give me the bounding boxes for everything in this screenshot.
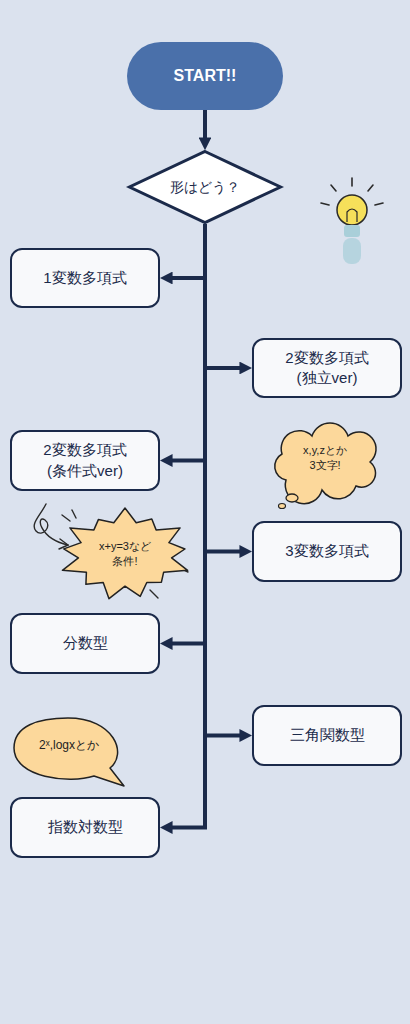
burst-mark (150, 590, 158, 598)
process-box: 1変数多項式 (10, 248, 160, 308)
flow-connector (170, 224, 205, 461)
flow-connector (170, 224, 205, 278)
node-label: 形はどう？ (170, 178, 240, 197)
bulb-base (343, 238, 361, 264)
burst-callout: x+y=3など 条件! (56, 506, 194, 602)
diamond-shape (130, 152, 281, 223)
squiggle-line (34, 504, 68, 545)
node-label: x,y,zとか 3文字! (289, 443, 361, 473)
bulb-filament (347, 209, 357, 222)
decision-diamond: 形はどう？ (128, 150, 282, 224)
flow-connector (170, 224, 205, 828)
bulb-ray (375, 203, 383, 205)
node-label: x+y=3など 条件! (89, 539, 161, 569)
process-box: 2変数多項式 (独立ver) (252, 338, 402, 398)
cloud-bubble (279, 504, 286, 509)
process-box: 3変数多項式 (252, 521, 402, 582)
box-label: 分数型 (63, 633, 108, 653)
thought-callout: x,y,zとか 3文字! (266, 424, 380, 510)
flow-connector (205, 224, 242, 368)
node-label: 2ˣ,logxとか (39, 737, 99, 753)
box-label: 三角関数型 (290, 725, 365, 745)
start-terminal: START!! (127, 42, 283, 110)
process-box: 三角関数型 (252, 705, 402, 766)
squiggle-arrow (34, 504, 68, 549)
flow-connector (203, 110, 207, 140)
flow-connector (205, 224, 242, 736)
light-bulb-icon (321, 178, 383, 264)
box-label: 3変数多項式 (285, 541, 368, 561)
node-label: START!! (174, 65, 237, 87)
cloud-shape (275, 423, 376, 504)
bulb-ray (331, 185, 336, 191)
flow-connector (170, 224, 205, 644)
bulb-ray (368, 185, 373, 191)
burst-mark (72, 510, 76, 518)
speech-shape (14, 718, 124, 786)
box-label: 指数対数型 (48, 817, 123, 837)
burst-outline (56, 506, 194, 602)
process-box: 指数対数型 (10, 797, 160, 858)
bulb-base (344, 225, 360, 237)
process-box: 2変数多項式 (条件式ver) (10, 430, 160, 491)
burst-shape (62, 508, 187, 599)
burst-mark (62, 515, 70, 521)
bulb-ray (351, 178, 353, 186)
box-label: 1変数多項式 (43, 268, 126, 288)
bulb-ray (321, 203, 329, 205)
flow-connector (205, 224, 242, 552)
bulb-glass (337, 195, 367, 225)
process-box: 分数型 (10, 613, 160, 674)
cloud-bubble (286, 494, 298, 502)
speech-callout: 2ˣ,logxとか (10, 714, 132, 790)
box-label: 2変数多項式 (独立ver) (277, 348, 377, 389)
speech-outline (10, 714, 132, 790)
box-label: 2変数多項式 (条件式ver) (35, 440, 135, 481)
